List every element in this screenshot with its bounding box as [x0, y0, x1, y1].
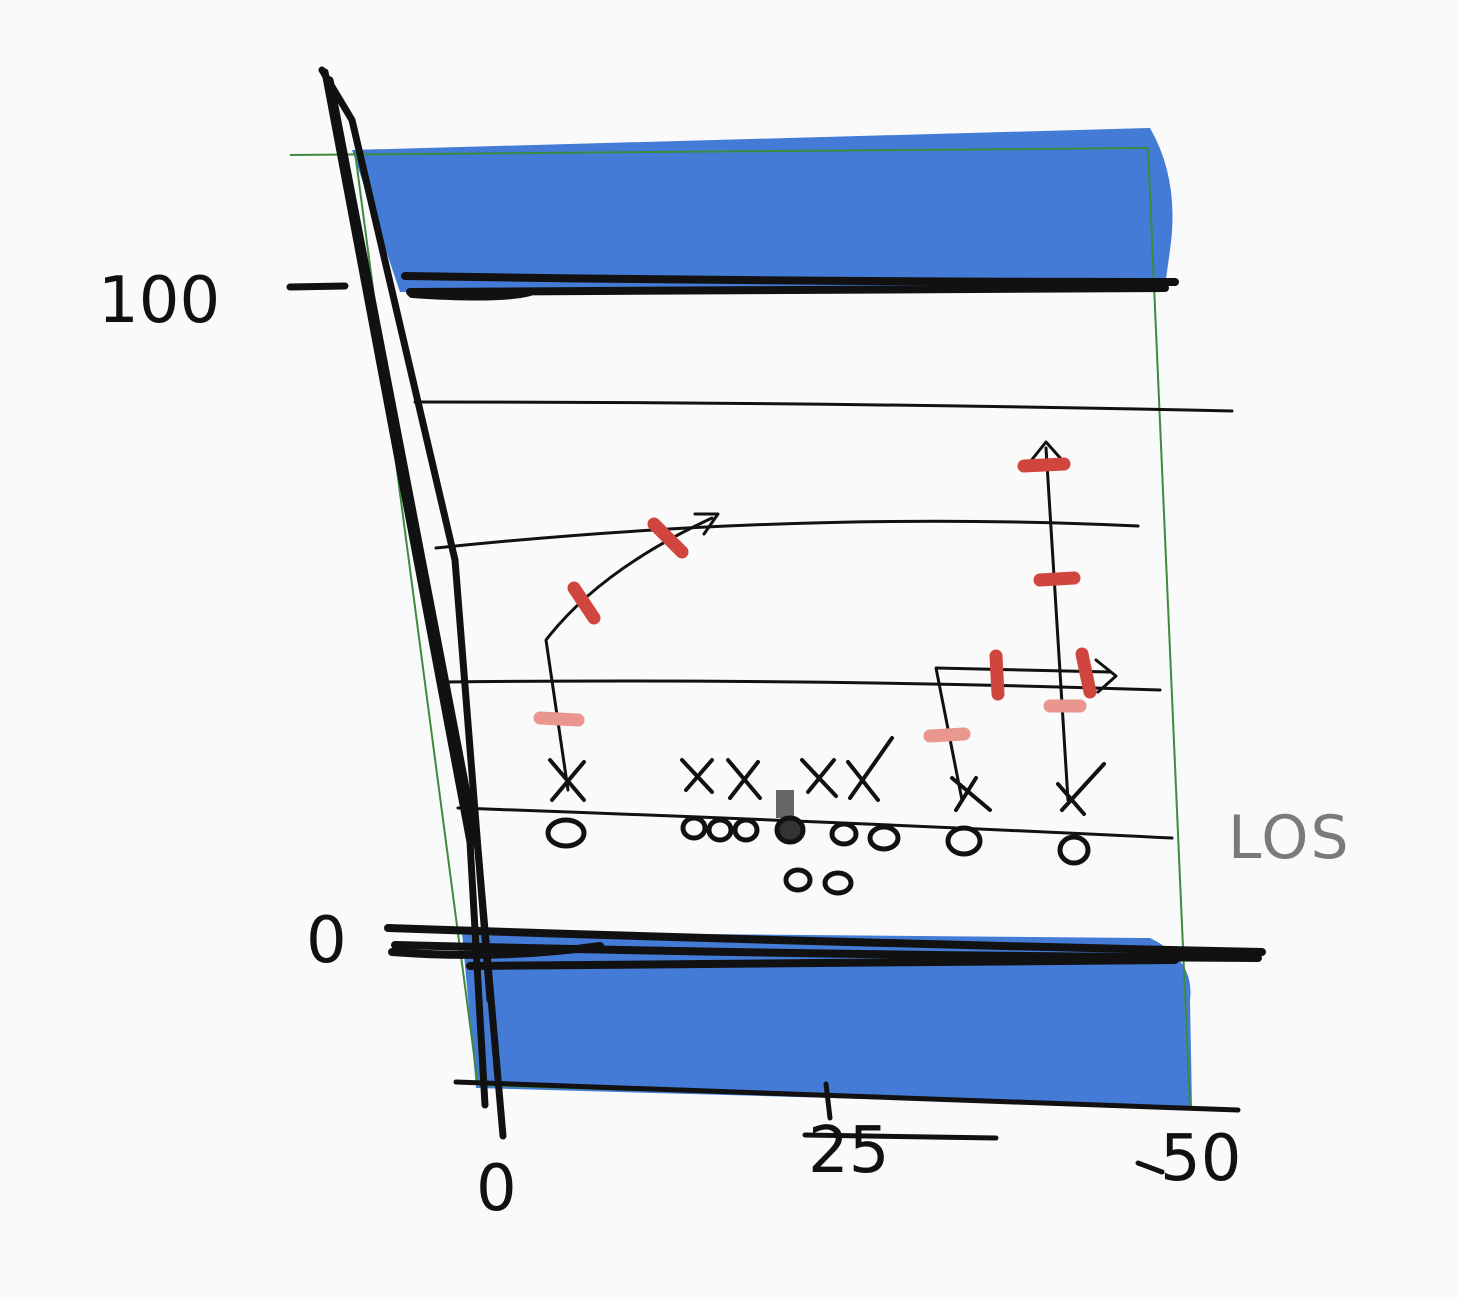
- defender-x: [1056, 762, 1106, 816]
- y-ticks: [286, 282, 349, 291]
- offense-o: [774, 815, 806, 845]
- ball-marker: [776, 790, 794, 818]
- offense-o: [783, 867, 813, 893]
- y-label-100: 100: [98, 264, 220, 338]
- x-label-0: 0: [476, 1152, 517, 1226]
- x-axis: [453, 1079, 1241, 1175]
- offense-o: [545, 817, 587, 849]
- y-label-0: 0: [306, 904, 347, 978]
- defender-x: [548, 758, 586, 802]
- offense-o: [867, 824, 901, 852]
- x-label-25: 25: [808, 1114, 889, 1188]
- offense-o: [1057, 834, 1091, 866]
- defender-x: [950, 776, 992, 812]
- route-wide-arrowhead: [1028, 440, 1064, 464]
- offense-players: [545, 815, 1091, 896]
- bottom-endzone: [462, 932, 1192, 1108]
- los-label: LOS: [1228, 803, 1351, 873]
- offense-o: [706, 817, 734, 843]
- defender-x: [680, 758, 714, 794]
- defense-players: [548, 736, 1106, 816]
- route-left-corner: [544, 516, 714, 792]
- y-axis: [318, 66, 507, 1140]
- offense-o: [945, 825, 983, 857]
- routes: [544, 440, 1118, 802]
- route-slot-out: [934, 666, 1112, 802]
- x-label-50: 50: [1160, 1122, 1241, 1196]
- goal-lines: [384, 272, 1266, 970]
- top-endzone: [352, 128, 1173, 292]
- defender-x: [846, 736, 894, 802]
- offense-o: [829, 821, 859, 847]
- offense-o: [732, 817, 760, 843]
- defender-x: [726, 758, 762, 800]
- defender-x: [800, 758, 838, 798]
- offense-o: [680, 815, 708, 841]
- offense-o: [822, 870, 854, 896]
- route-left-arrowhead: [693, 512, 720, 536]
- yard-lines: [413, 400, 1234, 840]
- route-marks: [533, 457, 1097, 743]
- route-slot-arrowhead: [1094, 658, 1118, 694]
- route-wide-go: [1044, 446, 1070, 802]
